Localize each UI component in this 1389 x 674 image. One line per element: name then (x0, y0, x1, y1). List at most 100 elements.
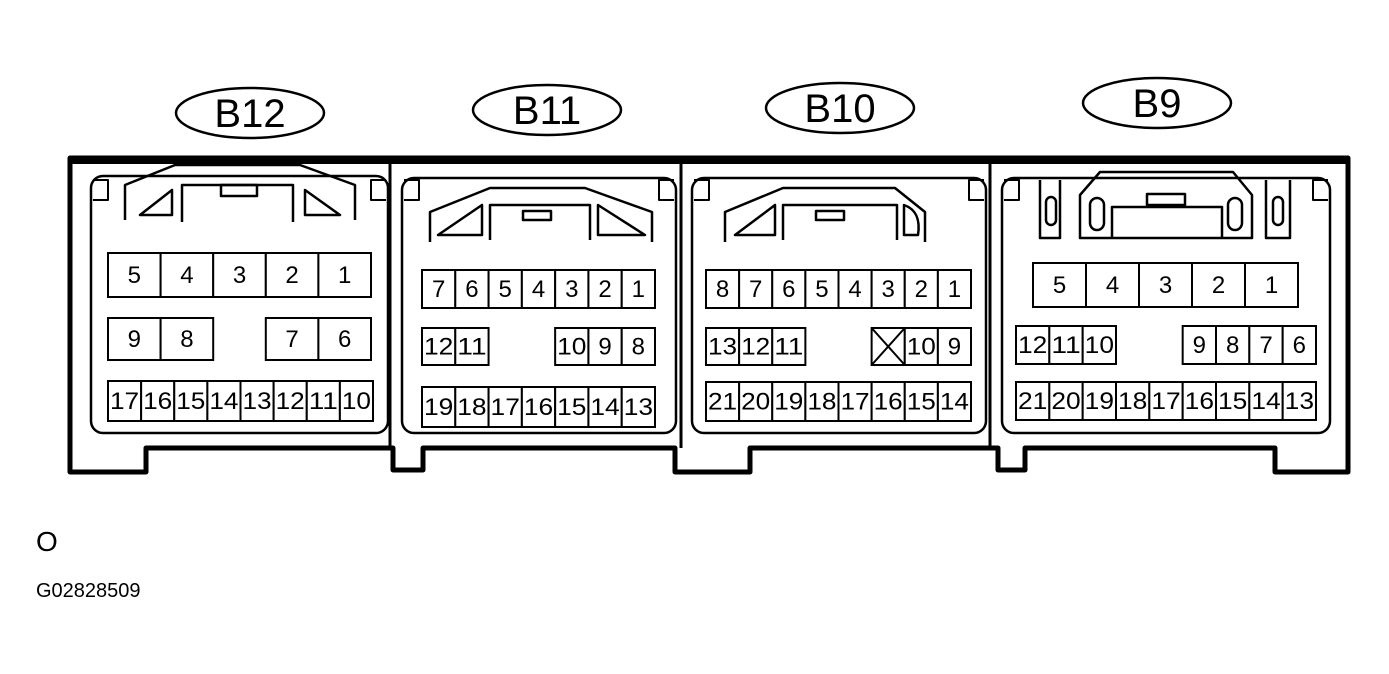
b10-pin-number: 1 (948, 276, 961, 303)
b11-pin-cavity (620, 269, 657, 309)
b11-pin-number: 11 (457, 334, 486, 361)
b10-pin-number: 9 (948, 334, 961, 361)
b9-pin-cavity (1081, 381, 1117, 421)
b12-pin-number: 4 (180, 262, 193, 289)
b12-pin-number: 13 (243, 388, 272, 415)
b11-pin-number: 12 (424, 334, 453, 361)
b11-pin-cavity (554, 386, 590, 428)
b10-pin-cavity (870, 381, 906, 422)
b9-pin-number: 3 (1159, 272, 1172, 299)
b11-pin-cavity (454, 386, 490, 428)
housing-outline (67, 155, 1351, 475)
b9-pin-cavity (1215, 381, 1251, 421)
b11-pin-cavity (421, 269, 457, 309)
b10-pin-number: 2 (915, 276, 928, 303)
b10-pin-number: 18 (807, 389, 836, 416)
b10-pin-cavity (771, 327, 807, 366)
b9-pin-cavity (1015, 325, 1051, 365)
b11-pin-number: 16 (524, 394, 553, 421)
b11-pin-cavity (554, 269, 590, 309)
b9-pin-cavity (1032, 262, 1087, 308)
b9-pin-number: 17 (1151, 388, 1180, 415)
blocked-cross-mark (870, 327, 906, 366)
corner-rib (404, 179, 420, 201)
b10-pin-number: 5 (815, 276, 828, 303)
b11-pin-number: 6 (465, 276, 478, 303)
b12-pin-cavity (212, 252, 267, 298)
corner-rib (658, 179, 674, 201)
b11-pin-number: 14 (590, 394, 619, 421)
b10-pin-number: 16 (874, 389, 903, 416)
b12-pin-number: 5 (128, 262, 141, 289)
b9-label-oval (1081, 76, 1233, 130)
b12-pin-number: 2 (285, 262, 298, 289)
b10-pin-number: 15 (907, 389, 936, 416)
b9-pin-cavity (1281, 381, 1317, 421)
b10-pin-cavity (936, 327, 972, 366)
b9-pin-number: 14 (1251, 388, 1280, 415)
b10-pin-cavity (837, 381, 873, 422)
b9-pin-number: 11 (1051, 332, 1080, 359)
b12-pin-cavity (317, 317, 372, 361)
b10-pin-cavity (837, 269, 873, 309)
b12-pin-number: 17 (110, 388, 139, 415)
b12-pin-number: 7 (285, 326, 298, 353)
b11-pin-number: 9 (598, 334, 611, 361)
b11-pin-cavity (587, 327, 623, 366)
b10-pin-number: 8 (716, 276, 729, 303)
b10-pin-cavity (738, 327, 774, 366)
b10-shell (690, 176, 988, 435)
b10-pin-number: 11 (774, 334, 803, 361)
b9-pin-cavity (1191, 262, 1246, 308)
b11-pin-number: 8 (632, 334, 645, 361)
b11-pin-number: 7 (432, 276, 445, 303)
b12-connector-label: B12 (214, 92, 285, 136)
b9-pin-number: 4 (1106, 272, 1119, 299)
corner-rib (968, 179, 984, 201)
b9-pin-number: 2 (1212, 272, 1225, 299)
b11-pin-number: 3 (565, 276, 578, 303)
b12-pin-number: 8 (180, 326, 193, 353)
b9-pin-number: 7 (1259, 332, 1272, 359)
b10-pin-cavity (804, 381, 840, 422)
b9-pin-number: 1 (1265, 272, 1278, 299)
corner-rib (370, 179, 386, 201)
b9-pin-number: 9 (1193, 332, 1206, 359)
b9-pin-number: 6 (1293, 332, 1306, 359)
ecu-connector-housing (67, 155, 1351, 475)
b9-pin-cavity (1085, 262, 1140, 308)
b9-pin-cavity (1181, 325, 1217, 365)
b12-pin-cavity (272, 380, 308, 422)
b10-label-oval (764, 81, 916, 135)
b11-pin-cavity (454, 327, 490, 366)
b12-pin-number: 15 (176, 388, 205, 415)
b9-pin-cavity (1081, 325, 1117, 365)
b9-pin-cavity (1148, 381, 1184, 421)
b11-pin-number: 10 (557, 334, 586, 361)
b9-shell (1000, 176, 1332, 435)
b11-pin-number: 15 (557, 394, 586, 421)
view-caption: O (36, 526, 58, 557)
b9-pin-number: 21 (1018, 388, 1047, 415)
b9-pin-number: 8 (1226, 332, 1239, 359)
b11-lock-latch (428, 186, 654, 242)
b9-pin-number: 10 (1085, 332, 1114, 359)
b11-pin-cavity (421, 327, 457, 366)
b9-pin-number: 20 (1051, 388, 1080, 415)
b10-connector-label: B10 (804, 87, 875, 131)
b12-pin-number: 6 (338, 326, 351, 353)
b9-pin-number: 19 (1085, 388, 1114, 415)
b12-pin-cavity (159, 317, 215, 361)
b12-lock-latch (123, 163, 357, 222)
b11-pin-number: 13 (624, 394, 653, 421)
corner-rib (93, 179, 109, 201)
b11-pin-number: 1 (632, 276, 645, 303)
b10-pin-number: 14 (940, 389, 969, 416)
b10-pin-cavity (936, 269, 972, 309)
b9-pin-number: 12 (1018, 332, 1047, 359)
corner-rib (1312, 179, 1328, 201)
b10-pin-cavity (936, 381, 972, 422)
b9-pin-cavity (1048, 325, 1084, 365)
